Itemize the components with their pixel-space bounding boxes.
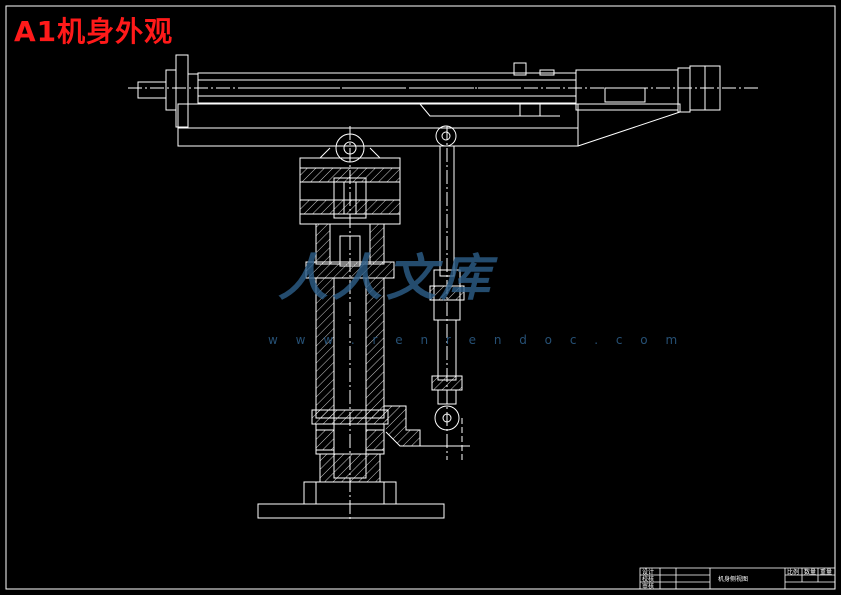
title-block-drawing-name: 机身侧视图 — [718, 575, 748, 583]
arm-assembly — [128, 54, 760, 147]
title-block-cell-6: 重量 — [820, 568, 832, 576]
column-assembly — [257, 126, 470, 520]
title-block-cell-4: 比例 — [787, 568, 799, 576]
title-block — [639, 567, 836, 590]
title-block-cell-2: 校核 — [642, 575, 654, 583]
lift-cylinder — [429, 125, 465, 460]
drawing-frame — [5, 5, 836, 590]
title-block-cell-5: 数量 — [804, 568, 816, 576]
page-title: A1机身外观 — [14, 15, 174, 48]
watermark-logo: 人人文库 — [278, 249, 494, 307]
watermark-url: w w w . r e n r e n d o c . c o m — [268, 333, 685, 347]
title-block-cell-3: 审核 — [642, 582, 654, 590]
title-block-cell-1: 设计 — [642, 568, 654, 576]
